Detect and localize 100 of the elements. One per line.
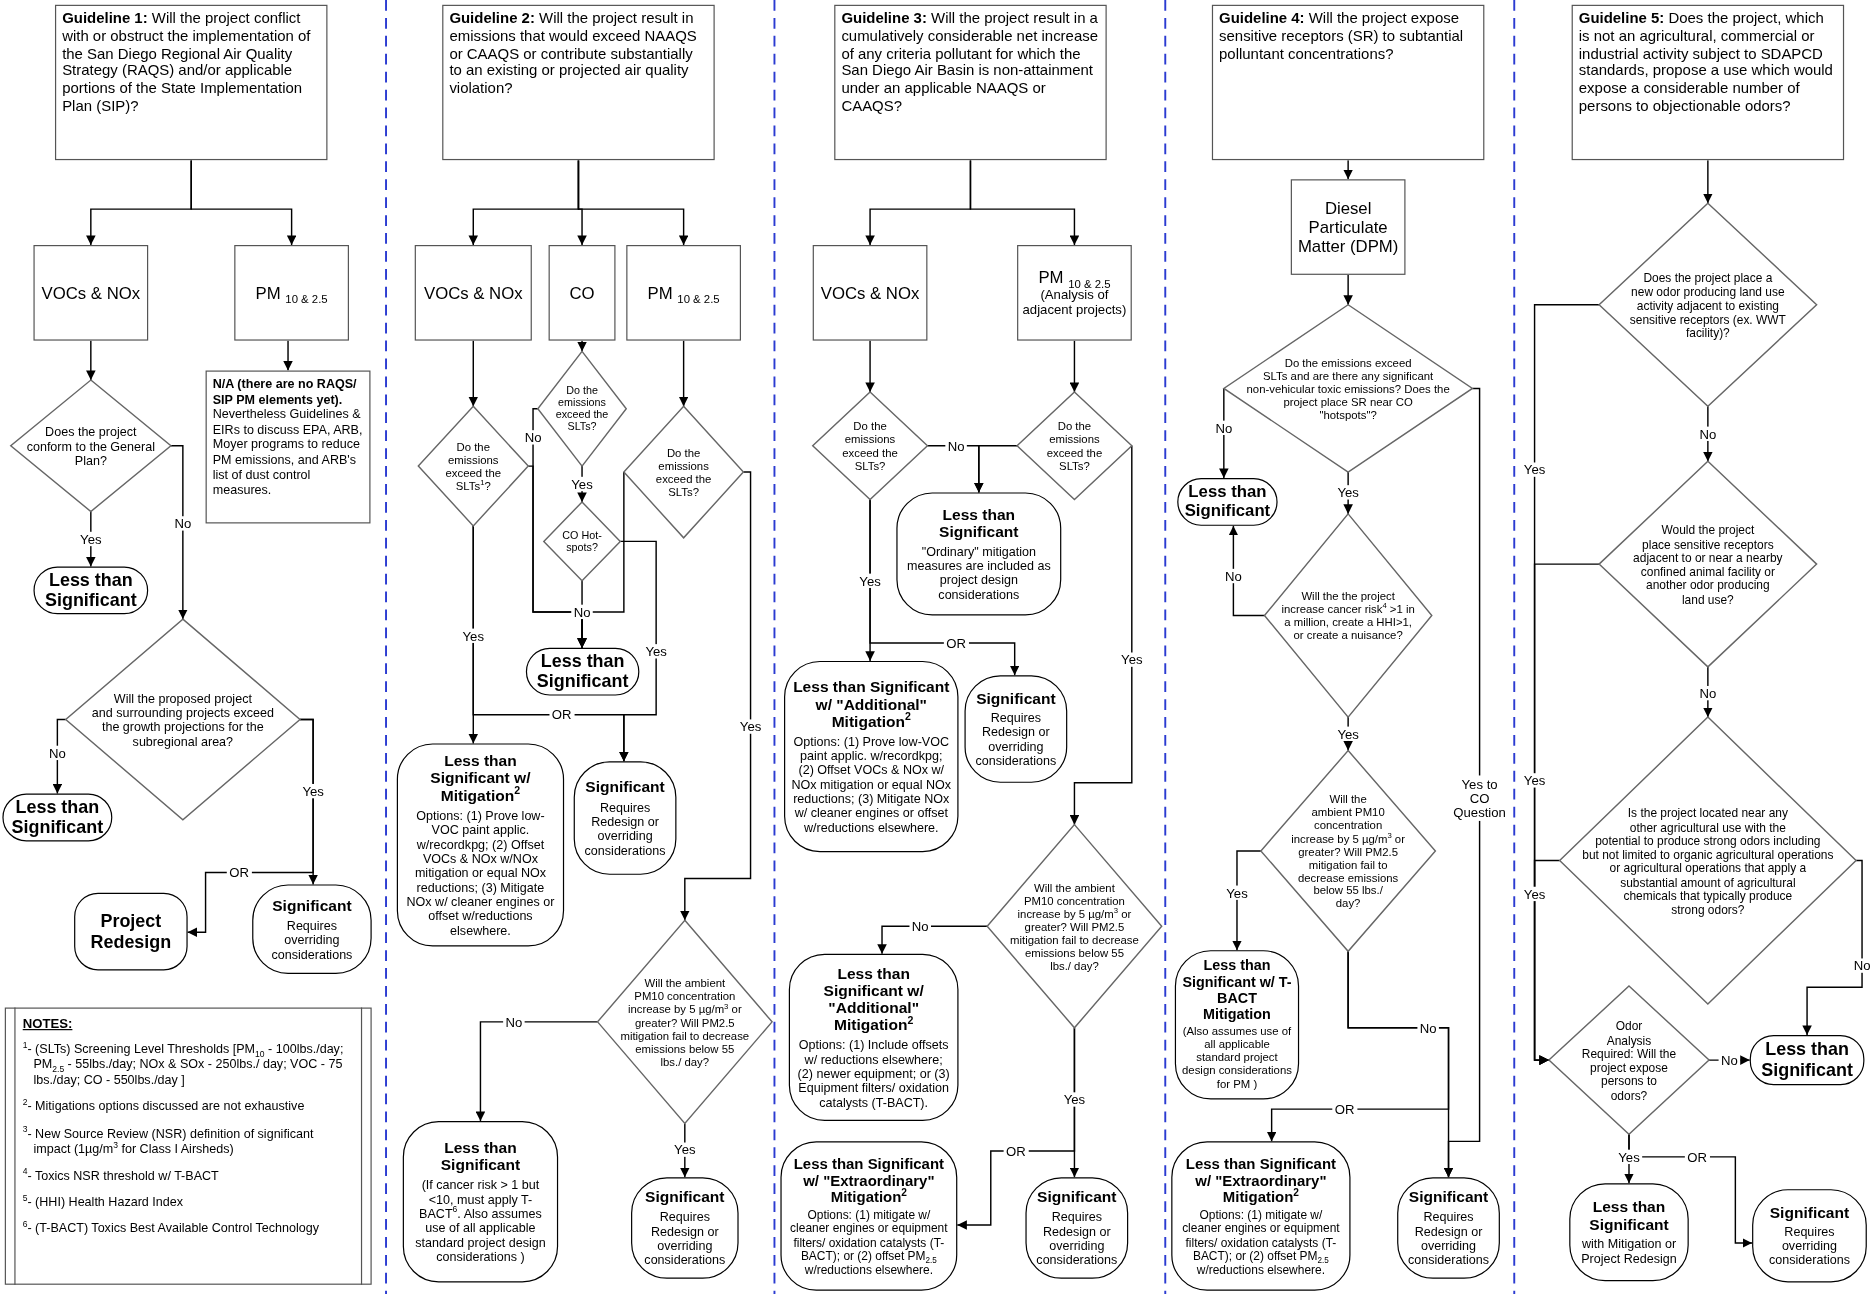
connector-arrow <box>678 339 689 408</box>
connector-arrow <box>1219 387 1229 479</box>
category-box <box>1290 179 1406 275</box>
connector-arrow <box>1533 859 1561 1065</box>
connector-arrow <box>577 339 587 353</box>
connector-arrow <box>1343 274 1353 306</box>
outcome-description: with Mitigation or Project Redesign <box>1580 1236 1678 1266</box>
outcome-description: Requires Redesign or overriding considerations <box>1407 1209 1490 1267</box>
question-text: Do the emissions exceed the SLTs? <box>655 445 712 499</box>
edge-label: Yes <box>856 573 884 589</box>
decision-diamond <box>1548 986 1710 1135</box>
edge-label: Yes <box>1335 485 1362 500</box>
outcome-description: Requires overriding considerations <box>1768 1224 1851 1268</box>
connector-arrow <box>86 339 96 381</box>
outcome-text: Less than Significant <box>1183 483 1272 521</box>
category-box <box>1017 245 1132 341</box>
question-text: Do the emissions exceed SLTs and are there any significant non-vehicular toxic emissions? Does the project place SR near CO "hotspots"? <box>1246 356 1450 422</box>
connector-arrow <box>1703 159 1713 204</box>
category-label: VOCs & NOx <box>424 283 523 303</box>
connector-arrow <box>190 159 297 246</box>
connector-arrow <box>1443 387 1481 1178</box>
edge-label: No <box>571 604 593 620</box>
connector-arrow <box>283 339 293 372</box>
connector-arrow <box>869 498 1020 676</box>
edge-label: Yes <box>737 719 764 734</box>
outcome-title: Less than Significant w/ "Extraordinary" Mitigation$^{2}$ <box>1184 1155 1337 1206</box>
outcome-description: Options: (1) mitigate w/ cleaner engines or equipment filters/ oxidation catalysts (T-BACT); or (2) offset PM$_{2.5}$ w/reductions elsewhere. <box>789 1208 949 1277</box>
question-text: Do the emissions exceed the SLTs? <box>554 384 610 433</box>
edge-label: Yes <box>568 476 596 492</box>
outcome-terminal <box>74 892 188 971</box>
note-text: N/A (there are no RAQS/ SIP PM elements yet). Nevertheless Guidelines & EIRs to discuss EPA, ARB, Moyer programs to reduce PM emissions, and ARB's list of dust control measures. <box>212 376 364 497</box>
connector-arrow <box>865 339 875 393</box>
outcome-box <box>1171 1141 1351 1291</box>
outcome-title: Less than Significant w/ "Extraordinary" Mitigation$^{2}$ <box>792 1155 945 1206</box>
connector-arrow <box>1266 950 1450 1143</box>
category-label: Diesel Particulate Matter (DPM) <box>1296 198 1400 256</box>
question-box <box>1211 4 1485 161</box>
connector-arrow <box>974 445 1018 494</box>
outcome-title: Significant <box>645 1189 725 1207</box>
outcome-box <box>788 953 959 1122</box>
outcome-box <box>1569 1183 1689 1282</box>
edge-label: No <box>172 516 194 531</box>
question-box <box>1571 4 1845 161</box>
decision-diamond <box>597 920 773 1124</box>
outcome-description: Requires Redesign or overriding considerations <box>1035 1209 1119 1267</box>
outcome-box <box>396 743 565 947</box>
footnote-text: $^{2}$- Mitigations options discussed are not exhaustive <box>22 1098 306 1115</box>
outcome-title: Less than Significant w/ Mitigation$^{2}$ <box>429 752 532 805</box>
decision-diamond <box>1599 461 1817 667</box>
question-text: Is the project located near any other agricultural use with the potential to produce strong odors including but not limited to organic agricultural operations or agricultural operations that apply a substantial amount of agricultural chemicals that typically produce strong odors? <box>1582 806 1834 917</box>
notes-panel <box>4 1007 372 1285</box>
decision-diamond <box>987 824 1162 1028</box>
question-text: Does the project place a new odor producing land use activity adjacent to existing sensitive receptors (ex. WWT facility)? <box>1629 271 1786 340</box>
edge-label: Yes <box>77 531 104 547</box>
question-text: Guideline 1: Will the project conflict with or obstruct the implementation of the San Diego Regional Air Quality Strategy (RAQS) and/or applicable portions of the State Implementation Plan (SIP)? <box>62 9 312 116</box>
decision-diamond <box>10 380 171 512</box>
decision-diamond <box>1017 392 1132 500</box>
question-text: Guideline 5: Does the project, which is not an agricultural, commercial or industrial activity subject to SDAPCD standards, propose a use which would expose a considerable number of persons to objectionable odors? <box>1578 9 1834 116</box>
decision-diamond <box>1260 750 1436 952</box>
outcome-description: Options: (1) Prove low-VOC paint applic. w/recordkpg; (2) Offset VOCs & NOx w/ NOx mitigation or equal NOx reductions; (3) Mitigate NOx w/ cleaner engines or offset w/reductions elsewhere. <box>791 733 952 835</box>
question-text: Odor Analysis Required: Will the project expose persons to odors? <box>1581 1019 1677 1102</box>
edge-label: Yes <box>671 1142 698 1157</box>
decision-diamond <box>543 501 621 581</box>
outcome-terminal <box>1749 1035 1865 1086</box>
question-text: Does the project conform to the General Plan? <box>26 424 155 468</box>
outcome-description: Options: (1) Prove low-VOC paint applic. w/recordkpg; (2) Offset VOCs & NOx w/NOx mitigation or equal NOx reductions; (3) Mitigate NOx w/ cleaner engines or offset w/reductions elsewhere. <box>405 807 556 938</box>
outcome-text: Project Redesign <box>89 911 173 952</box>
outcome-title: Less than Significant w/ T-BACT Mitigation <box>1182 958 1292 1024</box>
connector-arrow <box>472 525 629 763</box>
notes-heading: NOTES: <box>22 1015 74 1031</box>
category-box <box>414 245 532 341</box>
outcome-title: Significant <box>1769 1204 1850 1222</box>
category-note: (Analysis of adjacent projects) <box>1021 287 1128 318</box>
category-box <box>33 245 149 341</box>
edge-label: No <box>1213 420 1235 436</box>
edge-label: Yes <box>643 644 670 659</box>
question-box <box>55 4 328 161</box>
edge-label: Yes <box>460 628 487 644</box>
edge-label: Yes <box>1521 773 1548 788</box>
outcome-box <box>1025 1177 1129 1279</box>
decision-diamond <box>623 406 744 538</box>
footnote-text: $^{5}$- (HHI) Health Hazard Index <box>22 1193 184 1210</box>
outcome-box <box>780 1141 958 1291</box>
category-box <box>548 245 616 341</box>
outcome-title: Significant <box>1037 1189 1117 1207</box>
connector-arrow <box>577 471 625 649</box>
outcome-box <box>1397 1177 1500 1279</box>
outcome-box <box>402 1121 559 1283</box>
outcome-description: (Also assumes use of all applicable standard project design considerations for PM ) <box>1182 1025 1292 1091</box>
outcome-terminal <box>33 566 149 615</box>
connector-arrow <box>577 159 689 246</box>
outcome-title: Significant <box>272 897 352 916</box>
outcome-box <box>573 761 677 875</box>
question-text: Guideline 3: Will the project result in a cumulatively considerable net increase of any criteria pollutant for which the San Diego Air Basin is non-attainment under an applicable NAAQS or CAAQS? <box>841 9 1099 116</box>
outcome-title: Significant <box>585 779 665 797</box>
outcome-text: Less than Significant <box>1760 1040 1854 1081</box>
outcome-terminal <box>1177 478 1278 526</box>
footnote-text: $^{3}$- New Source Review (NSR) definition of significant impact (1µg/m$^{3}$ for Class I Airsheds) <box>22 1125 315 1157</box>
connector-arrow <box>186 718 314 937</box>
outcome-text: Less than Significant <box>44 570 138 611</box>
